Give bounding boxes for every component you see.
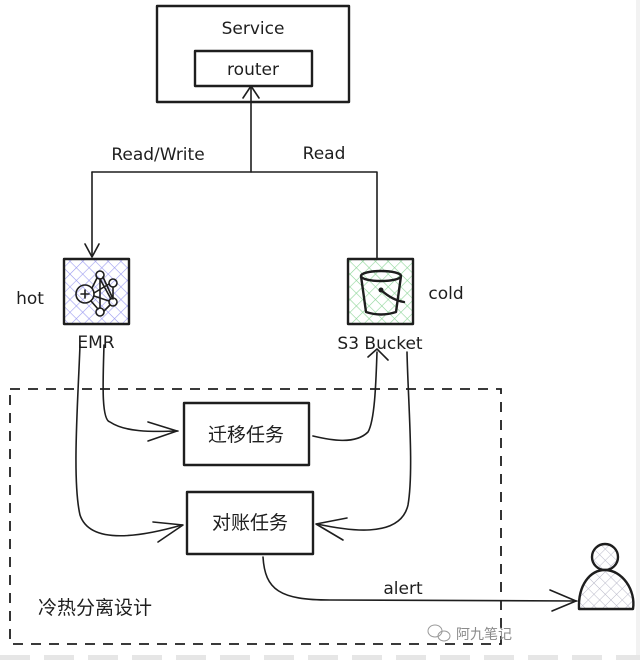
service-node[interactable]: Service router [155,4,351,104]
edge-emr-to-migrate [102,344,179,433]
page-bottom-edge [0,655,640,660]
router-node[interactable]: router [193,49,314,88]
arrow-head-migrate [147,421,178,442]
watermark: 阿九笔记 [427,624,512,643]
emr-node[interactable]: EMR [62,257,131,353]
reconcile-task-node[interactable]: 对账任务 [185,490,315,556]
migrate-task-label: 迁移任务 [208,424,284,446]
router-label: router [227,60,279,80]
arrow-head-reconcile [152,521,184,543]
emr-cluster-icon [75,270,118,317]
edge-migrate-to-s3 [312,351,378,442]
user-icon [577,542,635,611]
cold-hot-separation-group [9,388,502,645]
watermark-text: 阿九笔记 [456,627,512,643]
emr-label: EMR [77,333,114,353]
edge-label-alert: alert [383,579,423,599]
service-title: Service [222,19,285,39]
migrate-task-node[interactable]: 迁移任务 [182,401,311,467]
bucket-icon [359,269,406,316]
arrow-head-emr [84,243,100,258]
edge-s3-to-reconcile [316,351,412,531]
s3-node[interactable]: S3 Bucket [337,257,423,354]
arrow-head-s3 [367,348,389,361]
arrow-head-router [242,85,260,99]
task-edges: alert [75,344,578,612]
edge-emr-to-reconcile [75,344,183,537]
group-label: 冷热分离设计 [38,597,152,619]
edge-horizontal [91,171,378,259]
arrow-head-reconcile-right [315,517,348,541]
reconcile-task-label: 对账任务 [212,512,288,534]
s3-label: S3 Bucket [337,334,422,354]
s3-tag-cold: cold [428,284,463,304]
user-node[interactable] [577,542,635,611]
edge-label-read-write: Read/Write [111,145,204,165]
edge-label-read: Read [303,144,346,164]
emr-tag-hot: hot [16,289,44,309]
edge-reconcile-to-user [262,556,578,602]
page-edge [636,0,640,660]
service-edges: Read/Write Read [84,85,378,259]
arrow-head-user [549,589,577,612]
wechat-icon [427,624,451,642]
